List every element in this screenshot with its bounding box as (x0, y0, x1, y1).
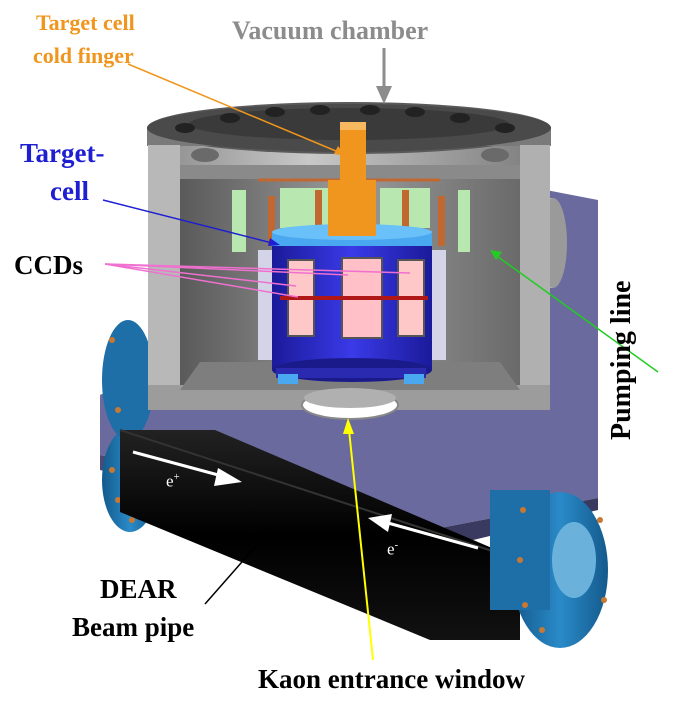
cold-finger-label-line1: Target cell (36, 10, 135, 35)
cold-finger-label-line2: cold finger (33, 43, 134, 68)
electron-base: e (387, 539, 395, 559)
kaon-window-label: Kaon entrance window (258, 664, 526, 694)
target-cell-label-line2: cell (50, 176, 89, 206)
inner-shielding (232, 178, 470, 252)
cold-finger (328, 122, 376, 236)
annotation-pointers (102, 48, 659, 661)
electron-label: e- (387, 540, 398, 558)
positron-label: e+ (166, 472, 180, 490)
target-cell-label-line1: Target- (20, 138, 105, 168)
pumping-line-label: Pumping line (606, 280, 637, 440)
beam-pipe-label-line1: DEAR (100, 574, 177, 604)
electron-sup: - (394, 539, 399, 551)
target-cell-cylinder (258, 224, 446, 384)
beam-pipe-label-line2: Beam pipe (72, 612, 195, 642)
positron-base: e (166, 471, 174, 491)
kaon-window-opening (301, 388, 399, 420)
right-beam-flange (490, 490, 608, 648)
beam-arrows (132, 450, 479, 550)
ccds-label: CCDs (14, 250, 84, 280)
vacuum-chamber-label: Vacuum chamber (232, 16, 429, 45)
positron-sup: + (173, 471, 180, 483)
